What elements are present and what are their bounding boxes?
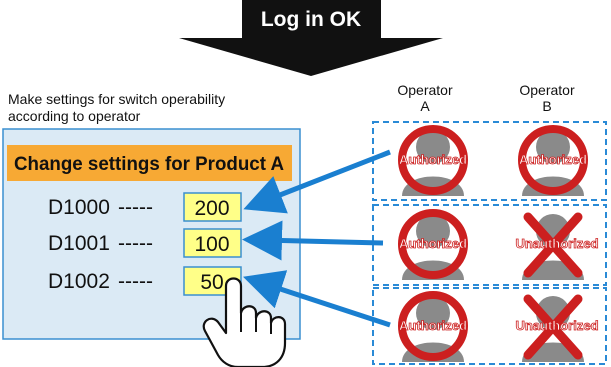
status-label: Authorized [399, 318, 467, 333]
leader-dashes: ----- [118, 232, 153, 255]
permission-box-row-3 [372, 287, 607, 365]
operator-a-row-1: Authorized [398, 125, 468, 196]
settings-row: D1001 ----- 100 [48, 228, 242, 258]
allowed-circle-icon [518, 125, 588, 195]
caption-line-1: Make settings for switch operability [8, 91, 225, 107]
value-text: 50 [200, 271, 223, 294]
operator-a-row-3: Authorized [398, 291, 468, 362]
value-field[interactable] [183, 192, 242, 222]
hand-pointer-icon [202, 277, 287, 367]
settings-row: D1000 ----- 200 [48, 192, 242, 222]
operator-b-row-1: Authorized [518, 125, 588, 196]
banner-text: Log in OK [261, 8, 361, 31]
status-label: Authorized [399, 236, 467, 251]
denied-cross-icon [523, 294, 583, 360]
login-banner-arrow: Log in OK [179, 0, 443, 76]
leader-dashes: ----- [118, 270, 153, 293]
operator-b-label: Operator [519, 82, 575, 98]
value-text: 100 [194, 233, 229, 256]
allowed-circle-icon [398, 209, 468, 279]
value-text: 200 [194, 197, 229, 220]
leader-dashes: ----- [118, 196, 153, 219]
operator-b-row-2: Unauthorized [515, 212, 599, 280]
register-label: D1001 [48, 232, 110, 255]
link-arrow-row-2 [242, 220, 384, 261]
register-label: D1002 [48, 270, 110, 293]
panel-title-bar [7, 145, 292, 181]
link-arrow-row-3 [242, 270, 391, 328]
operator-a-label: Operator [397, 82, 453, 98]
allowed-circle-icon [398, 291, 468, 361]
allowed-circle-icon [398, 125, 468, 195]
operator-b-row-3: Unauthorized [515, 294, 599, 362]
link-arrow-row-1 [243, 149, 391, 214]
operator-b-id: B [542, 98, 551, 114]
caption-line-2: according to operator [8, 108, 141, 124]
settings-row: D1002 ----- 50 [48, 266, 242, 296]
status-label: Unauthorized [515, 318, 598, 333]
status-label: Authorized [399, 152, 467, 167]
operator-a-row-2: Authorized [398, 209, 468, 280]
value-field[interactable] [183, 228, 242, 258]
status-label: Unauthorized [515, 236, 598, 251]
panel-title: Change settings for Product A [14, 154, 284, 175]
register-label: D1000 [48, 196, 110, 219]
status-label: Authorized [519, 152, 587, 167]
operator-a-id: A [420, 98, 430, 114]
denied-cross-icon [523, 212, 583, 278]
